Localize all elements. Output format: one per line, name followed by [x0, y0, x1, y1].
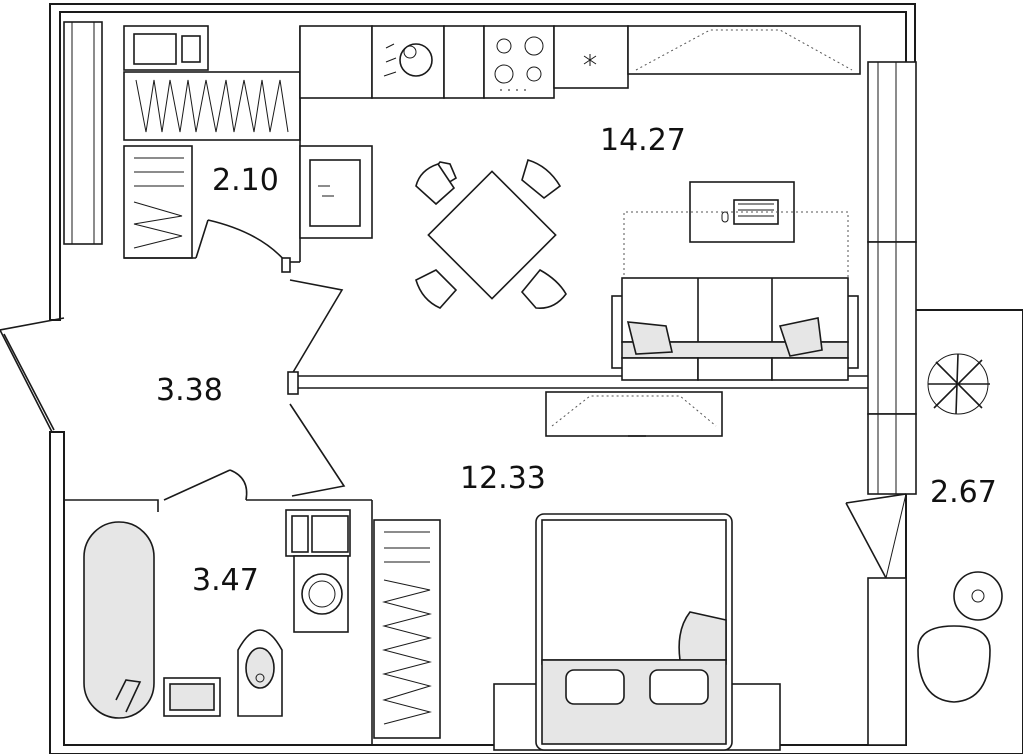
wardrobe	[373, 519, 441, 739]
kitchen-living-area: 14.27	[600, 123, 686, 158]
hallway-area: 3.38	[156, 373, 223, 408]
bed	[493, 513, 781, 751]
bathroom-area: 3.47	[192, 563, 259, 598]
bedroom-area: 12.33	[460, 461, 546, 496]
dining-set	[415, 159, 567, 310]
room-labels: 14.27 2.10 3.38 3.47 12.33 2.67	[156, 123, 997, 598]
kitchen-counter	[299, 25, 861, 239]
left-window	[63, 21, 103, 245]
sofa	[611, 277, 859, 381]
storage-walls	[123, 25, 301, 263]
hallway-walls	[0, 279, 868, 497]
bathroom	[64, 469, 373, 745]
storage-area: 2.10	[212, 163, 279, 198]
tv-stand	[545, 391, 723, 437]
storage-door	[195, 219, 291, 273]
balcony-area: 2.67	[930, 475, 997, 510]
desk-with-laptop	[623, 181, 849, 280]
balcony-furniture	[917, 353, 1003, 703]
balcony-partition	[845, 61, 917, 746]
